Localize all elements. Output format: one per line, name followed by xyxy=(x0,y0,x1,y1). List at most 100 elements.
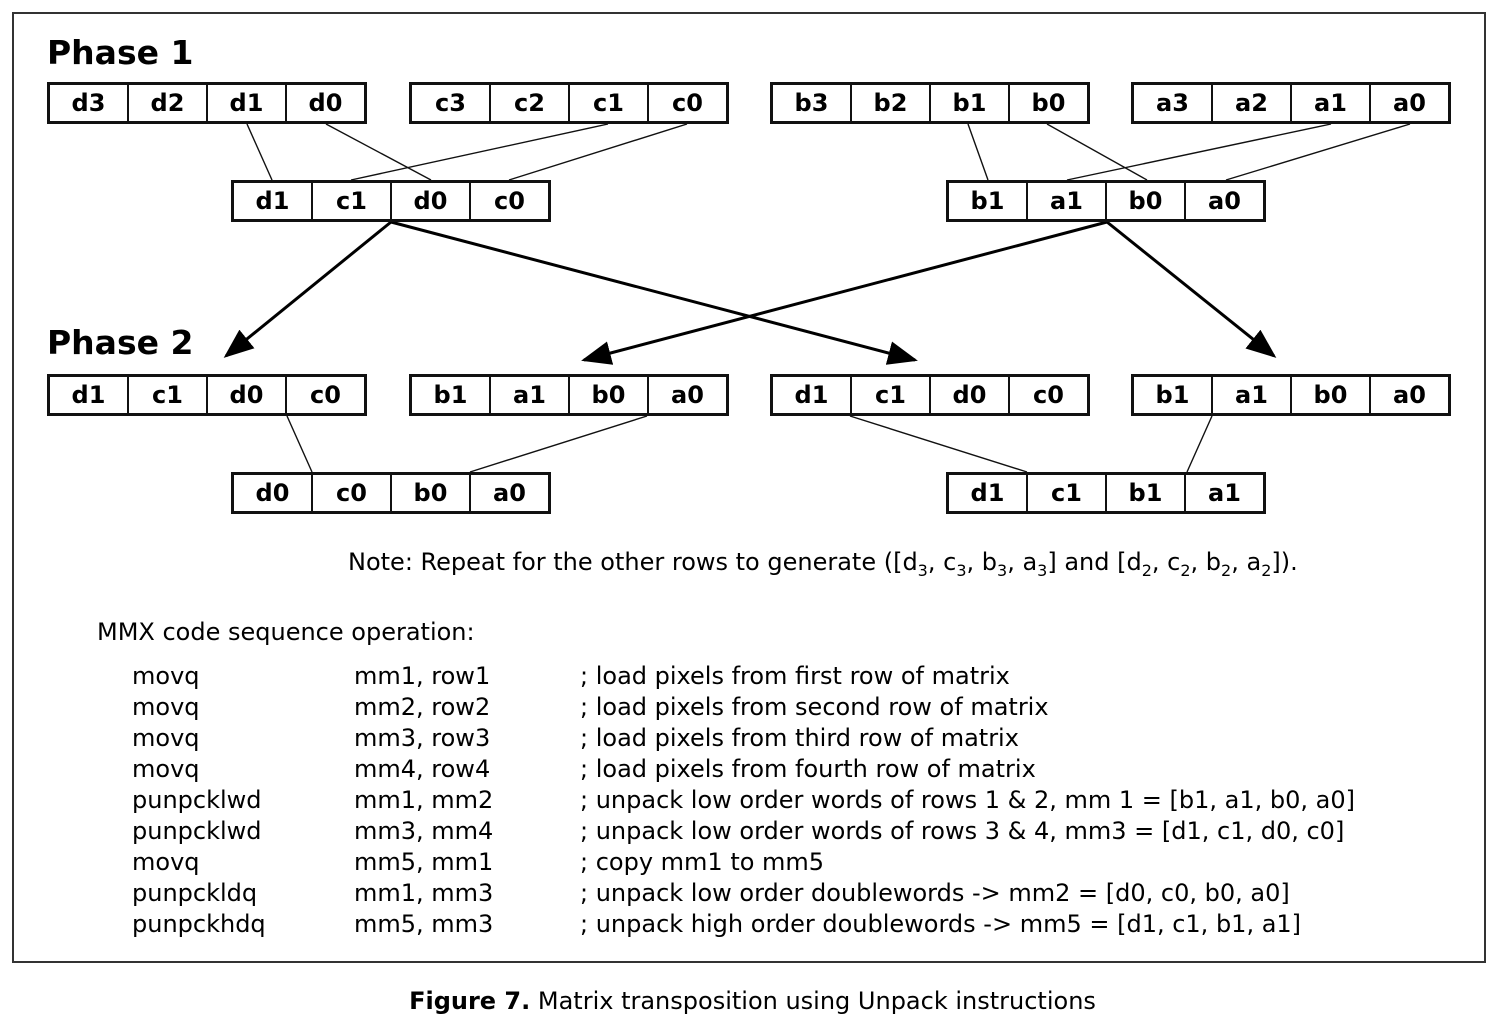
phase1-register-d: d3 d2 d1 d0 xyxy=(47,82,367,124)
register-cell: d1 xyxy=(970,479,1005,507)
wire-p2-high-right xyxy=(1186,415,1213,473)
code-opcode: movq xyxy=(132,755,200,783)
register-cell: c3 xyxy=(435,89,466,117)
note-subscript: 3 xyxy=(956,560,967,580)
note-subscript: 2 xyxy=(1180,560,1191,580)
phase2-register-3: d1 c1 d0 c0 xyxy=(770,374,1090,416)
code-operands: mm1, mm3 xyxy=(354,879,494,907)
register-cell: c0 xyxy=(1008,377,1087,413)
code-operands: mm1, row1 xyxy=(354,662,491,690)
note-subscript: 3 xyxy=(917,560,928,580)
register-cell: b1 xyxy=(433,381,468,409)
code-operands: mm2, row2 xyxy=(354,693,491,721)
code-comment: ; unpack low order words of rows 1 & 2, … xyxy=(580,786,1355,814)
register-cell: b0 xyxy=(390,475,469,511)
register-cell: a0 xyxy=(469,475,548,511)
register-cell: a0 xyxy=(1369,85,1448,121)
code-operands: mm5, mm3 xyxy=(354,910,494,938)
wire-a1 xyxy=(1066,123,1332,181)
code-comment: ; copy mm1 to mm5 xyxy=(580,848,825,876)
register-cell: b3 xyxy=(794,89,829,117)
arrow-ba-to-p2-reg2 xyxy=(581,220,1108,365)
code-opcode: movq xyxy=(132,848,200,876)
register-cell: d0 xyxy=(285,85,364,121)
arrow-dc-to-p2-reg3 xyxy=(390,220,918,365)
register-cell: d1 xyxy=(255,187,290,215)
wire-d0 xyxy=(325,123,432,181)
code-opcode: movq xyxy=(132,662,200,690)
code-operands: mm1, mm2 xyxy=(354,786,494,814)
register-cell: c1 xyxy=(311,183,390,219)
wire-c1 xyxy=(350,123,609,181)
register-cell: d0 xyxy=(929,377,1008,413)
phase1-register-b: b3 b2 b1 b0 xyxy=(770,82,1090,124)
register-cell: a1 xyxy=(489,377,568,413)
phase1-result-dc: d1 c1 d0 c0 xyxy=(231,180,551,222)
register-cell: d0 xyxy=(255,479,290,507)
note-subscript: 2 xyxy=(1141,560,1152,580)
register-cell: d0 xyxy=(390,183,469,219)
register-cell: b0 xyxy=(1008,85,1087,121)
arrow-dc-to-p2-reg1 xyxy=(223,220,392,358)
phase2-result-low: d0 c0 b0 a0 xyxy=(231,472,551,514)
note-text: ]). xyxy=(1271,548,1298,576)
register-cell: d1 xyxy=(794,381,829,409)
register-cell: a2 xyxy=(1211,85,1290,121)
register-cell: d0 xyxy=(206,377,285,413)
phase1-register-a: a3 a2 a1 a0 xyxy=(1131,82,1451,124)
register-cell: a0 xyxy=(1184,183,1263,219)
code-comment: ; load pixels from third row of matrix xyxy=(580,724,1019,752)
note-text: , a xyxy=(1007,548,1038,576)
code-operands: mm3, row3 xyxy=(354,724,491,752)
phase2-register-2: b1 a1 b0 a0 xyxy=(409,374,729,416)
register-cell: d1 xyxy=(71,381,106,409)
register-cell: a0 xyxy=(647,377,726,413)
register-cell: b1 xyxy=(929,85,1008,121)
register-cell: a1 xyxy=(1290,85,1369,121)
note-text: , b xyxy=(1190,548,1222,576)
register-cell: c1 xyxy=(568,85,647,121)
register-cell: a1 xyxy=(1184,475,1263,511)
code-opcode: movq xyxy=(132,724,200,752)
wire-a0 xyxy=(1225,123,1411,181)
register-cell: b1 xyxy=(1155,381,1190,409)
code-opcode: punpcklwd xyxy=(132,817,262,845)
register-cell: c1 xyxy=(1026,475,1105,511)
note-subscript: 3 xyxy=(1037,560,1048,580)
register-cell: b1 xyxy=(1105,475,1184,511)
code-opcode: punpckldq xyxy=(132,879,258,907)
phase1-title: Phase 1 xyxy=(47,33,194,72)
wire-p2-high-left xyxy=(849,415,1028,473)
register-cell: c0 xyxy=(647,85,726,121)
register-cell: d2 xyxy=(127,85,206,121)
code-comment: ; load pixels from second row of matrix xyxy=(580,693,1049,721)
code-comment: ; unpack low order doublewords -> mm2 = … xyxy=(580,879,1290,907)
register-cell: b0 xyxy=(1105,183,1184,219)
register-cell: c0 xyxy=(285,377,364,413)
note-subscript: 2 xyxy=(1221,560,1232,580)
register-cell: b2 xyxy=(850,85,929,121)
register-cell: a1 xyxy=(1026,183,1105,219)
register-cell: c2 xyxy=(489,85,568,121)
figure-caption: Figure 7. Matrix transposition using Unp… xyxy=(0,987,1505,1015)
note-text: , b xyxy=(966,548,998,576)
repeat-note: Note: Repeat for the other rows to gener… xyxy=(348,548,1298,580)
note-text: , c xyxy=(927,548,957,576)
note-subscript: 3 xyxy=(997,560,1008,580)
code-opcode: punpckhdq xyxy=(132,910,266,938)
phase2-register-1: d1 c1 d0 c0 xyxy=(47,374,367,416)
wire-d1 xyxy=(246,123,273,181)
code-operands: mm3, mm4 xyxy=(354,817,494,845)
code-operands: mm4, row4 xyxy=(354,755,491,783)
wire-p2-low-left xyxy=(286,415,313,473)
code-operands: mm5, mm1 xyxy=(354,848,494,876)
figure-label: Figure 7. xyxy=(409,987,531,1015)
register-cell: b1 xyxy=(970,187,1005,215)
note-text: Note: Repeat for the other rows to gener… xyxy=(348,548,918,576)
code-opcode: punpcklwd xyxy=(132,786,262,814)
figure-frame xyxy=(12,12,1486,963)
register-cell: a0 xyxy=(1369,377,1448,413)
register-cell: a1 xyxy=(1211,377,1290,413)
note-subscript: 2 xyxy=(1261,560,1272,580)
